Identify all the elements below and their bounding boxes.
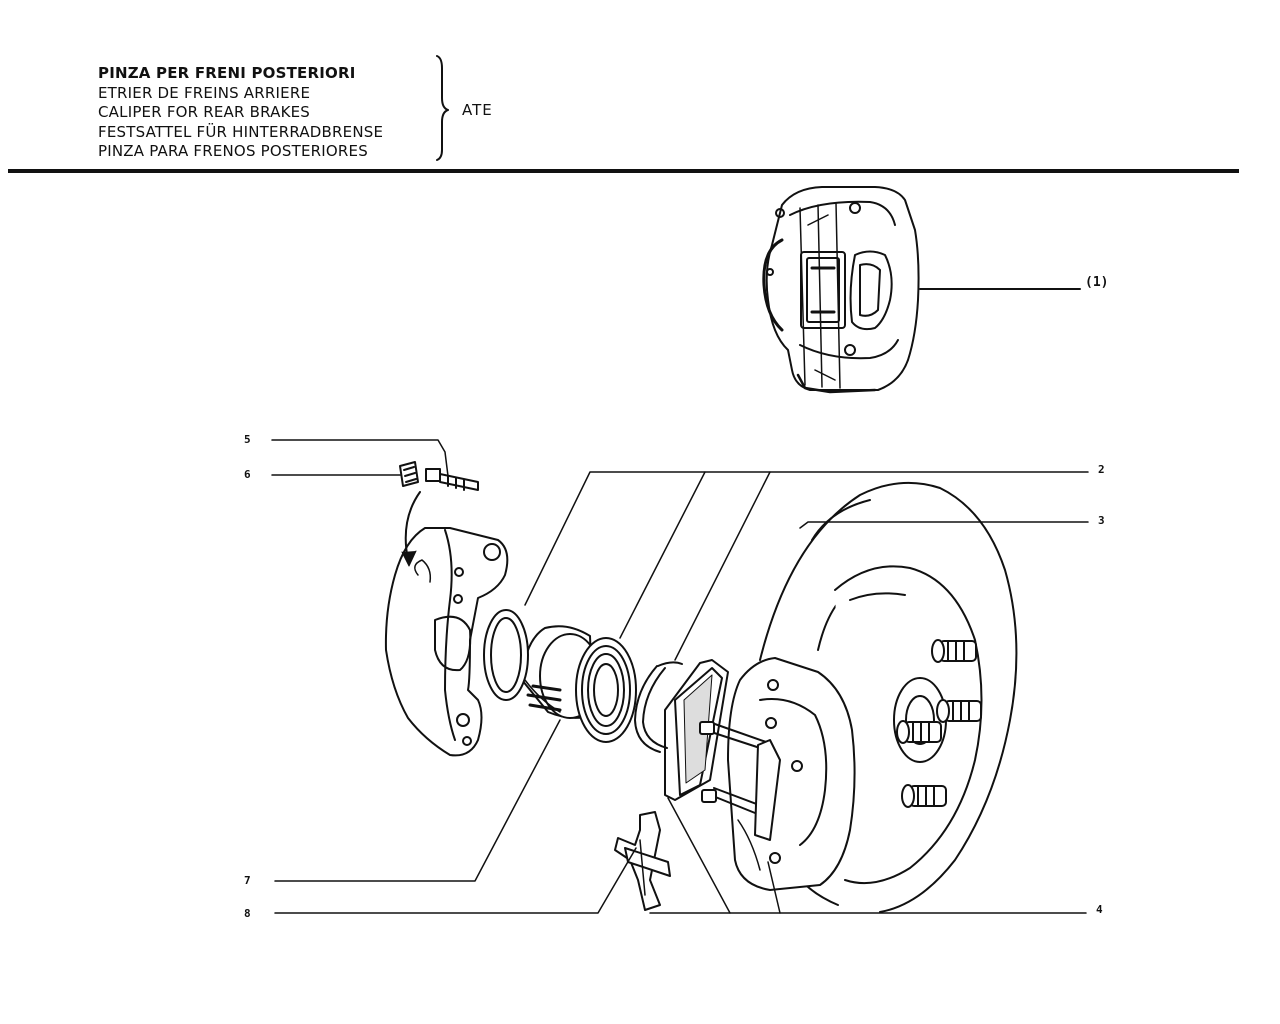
callout-2: 2 [1098,463,1105,476]
title-french: ETRIER DE FREINS ARRIERE [98,83,311,102]
callout-7: 7 [244,874,251,887]
bleed-screw-drawing [399,461,479,491]
brake-pad-drawing [664,659,781,841]
leader-lines [271,439,1089,914]
title-spanish: PINZA PARA FRENOS POSTERIORES [98,142,368,161]
caliper-half-drawing [384,527,509,757]
callout-1: (1) [1085,275,1109,290]
dust-seal-drawing [575,637,637,743]
piston-seal-drawing [483,609,529,701]
title-block: PINZA PER FRENI POSTERIORI ETRIER DE FRE… [98,64,438,162]
leader-8 [274,847,637,914]
anti-rattle-spring-drawing [614,811,671,911]
header-brace [436,55,449,161]
brake-disc-drawing [759,481,1018,913]
callout-3: 3 [1098,514,1105,527]
callout-4: 4 [1096,903,1103,916]
leader-3 [799,521,1089,529]
leader-5 [271,439,449,477]
callout-8: 8 [244,907,251,920]
title-english: CALIPER FOR REAR BRAKES [98,103,311,122]
header-rule [8,169,1239,173]
callout-5: 5 [244,433,251,446]
callout-6: 6 [244,468,251,481]
retaining-ring-drawing [634,661,683,753]
brand-label: ATE [462,101,493,119]
title-german: FESTSATTEL FÜR HINTERRADBRENSE [98,122,384,141]
leader-2 [524,471,1089,606]
mounted-caliper-drawing [727,657,856,891]
leader-7 [274,719,561,882]
assembled-caliper-drawing [762,186,920,394]
title-italian: PINZA PER FRENI POSTERIORI [98,64,356,82]
